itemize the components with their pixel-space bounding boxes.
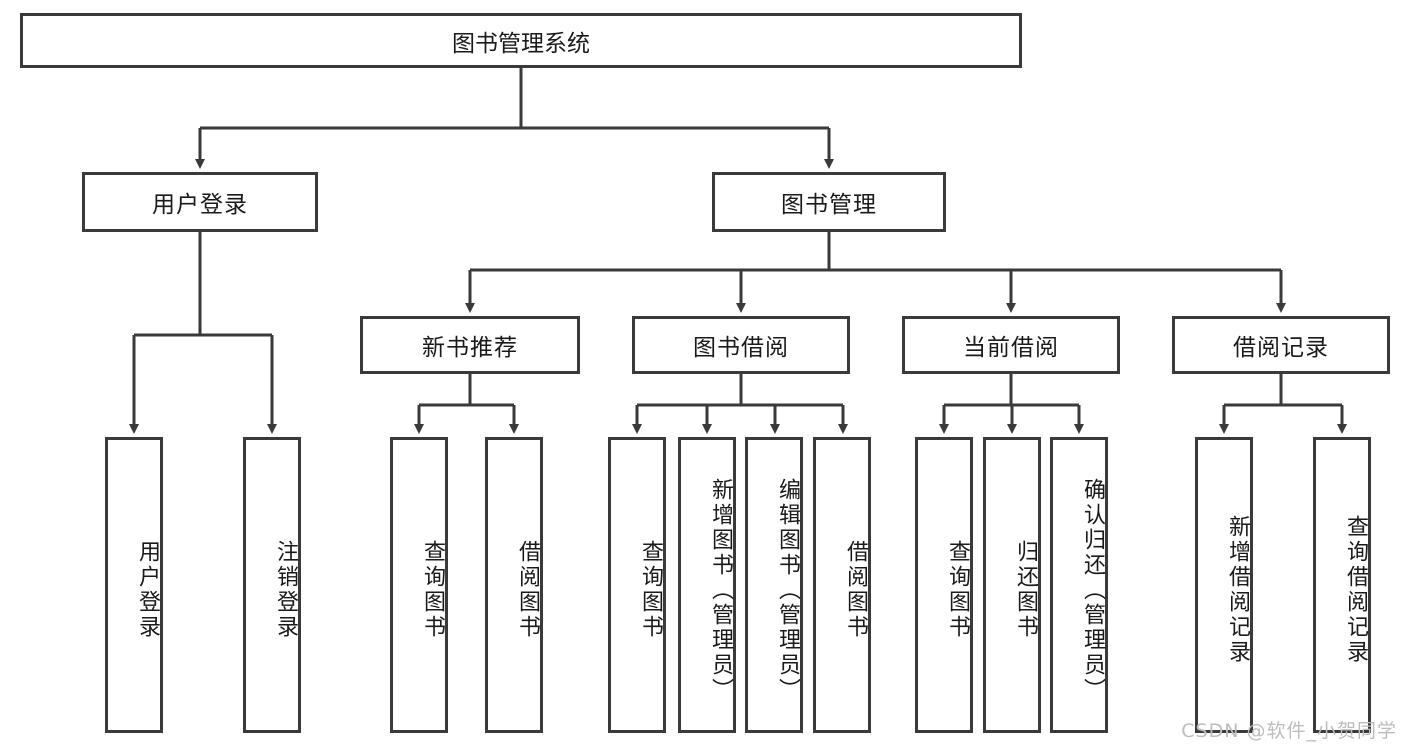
leaf-label: 查询图书 xyxy=(638,540,663,640)
leaf-label: 新增借阅记录 xyxy=(1225,515,1250,665)
node-user-login[interactable]: 用户登录 xyxy=(82,172,318,232)
node-book-borrow[interactable]: 图书借阅 xyxy=(632,316,850,374)
node-current-borrow[interactable]: 当前借阅 xyxy=(902,316,1120,374)
leaf-label: 新增图书（管理员） xyxy=(708,477,733,703)
leaf-label: 注销登录 xyxy=(273,540,298,640)
leaf-label: 借阅图书 xyxy=(515,540,540,640)
leaf-label: 归还图书 xyxy=(1013,540,1038,640)
leaf-record-query[interactable]: 查询借阅记录 xyxy=(1313,437,1371,733)
leaf-label: 查询图书 xyxy=(420,540,445,640)
node-new-book-recommend[interactable]: 新书推荐 xyxy=(360,316,580,374)
leaf-borrow-edit-book-admin[interactable]: 编辑图书（管理员） xyxy=(745,437,803,733)
node-book-management[interactable]: 图书管理 xyxy=(712,172,946,232)
leaf-new-book-query[interactable]: 查询图书 xyxy=(390,437,448,733)
leaf-current-confirm-return-admin[interactable]: 确认归还（管理员） xyxy=(1050,437,1108,733)
leaf-borrow-borrow-book[interactable]: 借阅图书 xyxy=(813,437,871,733)
leaf-user-login-logout[interactable]: 注销登录 xyxy=(243,437,301,733)
leaf-new-book-borrow[interactable]: 借阅图书 xyxy=(485,437,543,733)
leaf-borrow-add-book-admin[interactable]: 新增图书（管理员） xyxy=(678,437,736,733)
leaf-label: 查询图书 xyxy=(945,540,970,640)
leaf-current-return-book[interactable]: 归还图书 xyxy=(983,437,1041,733)
node-borrow-record[interactable]: 借阅记录 xyxy=(1172,316,1390,374)
leaf-user-login-login[interactable]: 用户登录 xyxy=(105,437,163,733)
leaf-current-query-book[interactable]: 查询图书 xyxy=(915,437,973,733)
leaf-borrow-query-book[interactable]: 查询图书 xyxy=(608,437,666,733)
leaf-record-add[interactable]: 新增借阅记录 xyxy=(1195,437,1253,733)
leaf-label: 确认归还（管理员） xyxy=(1080,477,1105,703)
leaf-label: 借阅图书 xyxy=(843,540,868,640)
leaf-label: 查询借阅记录 xyxy=(1343,515,1368,665)
node-root-system[interactable]: 图书管理系统 xyxy=(20,13,1022,68)
leaf-label: 用户登录 xyxy=(135,540,160,640)
leaf-label: 编辑图书（管理员） xyxy=(775,477,800,703)
